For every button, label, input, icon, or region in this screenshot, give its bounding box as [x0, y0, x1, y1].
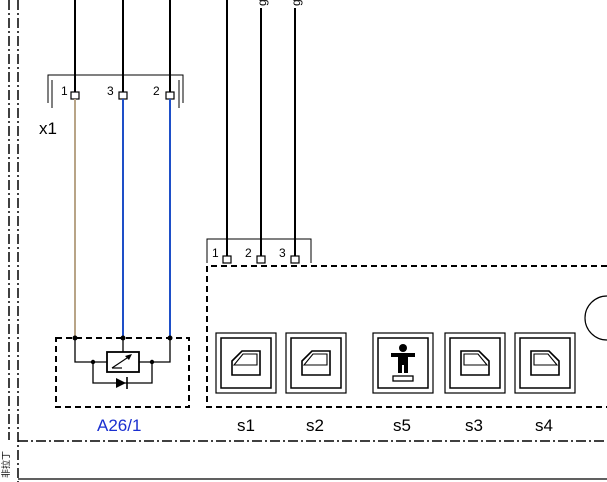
- switchblock-pin-2-label: 2: [245, 246, 252, 260]
- diode-icon: [116, 378, 126, 388]
- switch-s5-label: s5: [393, 416, 411, 435]
- x1-pin-3-label: 3: [107, 84, 114, 98]
- switch-s2-inner: [290, 337, 342, 389]
- switchblock-connector-housing: [206, 238, 312, 263]
- switch-s4-label: s4: [535, 416, 553, 435]
- switchblock-pin-1-label: 1: [212, 246, 219, 260]
- switchblock-dashed-box: [206, 265, 607, 408]
- side-text: 非拉丁: [0, 451, 12, 478]
- window-icon: [231, 350, 261, 376]
- a26-1-circuit-left: [74, 338, 93, 363]
- window-icon-frame: [301, 350, 331, 376]
- a26-1-label: A26/1: [97, 416, 141, 435]
- x1-pin-1-socket: [70, 91, 80, 100]
- switch-s4-inner: [519, 337, 571, 389]
- switch-s1-inner: [220, 337, 272, 389]
- window-icon-glass: [232, 353, 258, 366]
- component-a26-1: A26/1: [55, 335, 190, 435]
- switch-s2: s2: [285, 332, 347, 435]
- wire-end-label-1-text: g: [255, 0, 269, 6]
- x1-pin-1-label: 1: [61, 84, 68, 98]
- switch-s5: s5: [372, 332, 434, 435]
- sensor-element-arrow-head: [125, 354, 132, 360]
- a26-1-circuit-right: [152, 338, 171, 363]
- switchblock-pin-2: 2: [245, 246, 266, 264]
- window-icon-frame: [231, 350, 261, 376]
- switchblock-pin-3-label: 3: [279, 246, 286, 260]
- sensor-element: [106, 351, 140, 373]
- x1-pin-2-socket: [165, 91, 175, 100]
- switchblock-pin-1-socket: [222, 255, 232, 264]
- window-icon-glass: [302, 353, 328, 366]
- window-icon: [530, 350, 560, 376]
- switch-s3-label: s3: [465, 416, 483, 435]
- child-lock-icon: [391, 344, 415, 382]
- switchblock-pin-3: 3: [279, 246, 300, 264]
- switch-s3: s3: [444, 332, 506, 435]
- window-icon-frame: [530, 350, 560, 376]
- window-icon-glass: [533, 353, 559, 366]
- x1-pin-2-label: 2: [153, 84, 160, 98]
- wire-end-label-2: g: [289, 0, 303, 6]
- switch-s2-label: s2: [306, 416, 324, 435]
- window-icon-frame: [460, 350, 490, 376]
- child-lock-icon-body: [391, 353, 415, 373]
- switch-s1-label: s1: [237, 416, 255, 435]
- switchblock-pin-2-socket: [256, 255, 266, 264]
- wire-end-label-2-text: g: [289, 0, 303, 6]
- child-lock-icon-bar: [392, 375, 414, 382]
- partial-circle-element: [584, 295, 607, 341]
- connector-x1-housing: [47, 74, 184, 103]
- connector-x1: 1 3 2 x1: [39, 74, 184, 138]
- wire-end-label-1: g: [255, 0, 269, 6]
- window-icon-glass: [463, 353, 489, 366]
- child-lock-icon-head: [399, 344, 407, 352]
- switch-s3-inner: [449, 337, 501, 389]
- x1-pin-3-socket: [118, 91, 128, 100]
- connector-x1-label: x1: [39, 119, 57, 138]
- switchblock-pin-3-socket: [290, 255, 300, 264]
- x1-pin-1: 1: [61, 84, 80, 100]
- switch-s4: s4: [514, 332, 576, 435]
- connector-switchblock: 1 2 3: [206, 238, 312, 264]
- window-icon: [460, 350, 490, 376]
- window-icon: [301, 350, 331, 376]
- switch-s1: s1: [215, 332, 277, 435]
- switchblock-pin-1: 1: [212, 246, 232, 264]
